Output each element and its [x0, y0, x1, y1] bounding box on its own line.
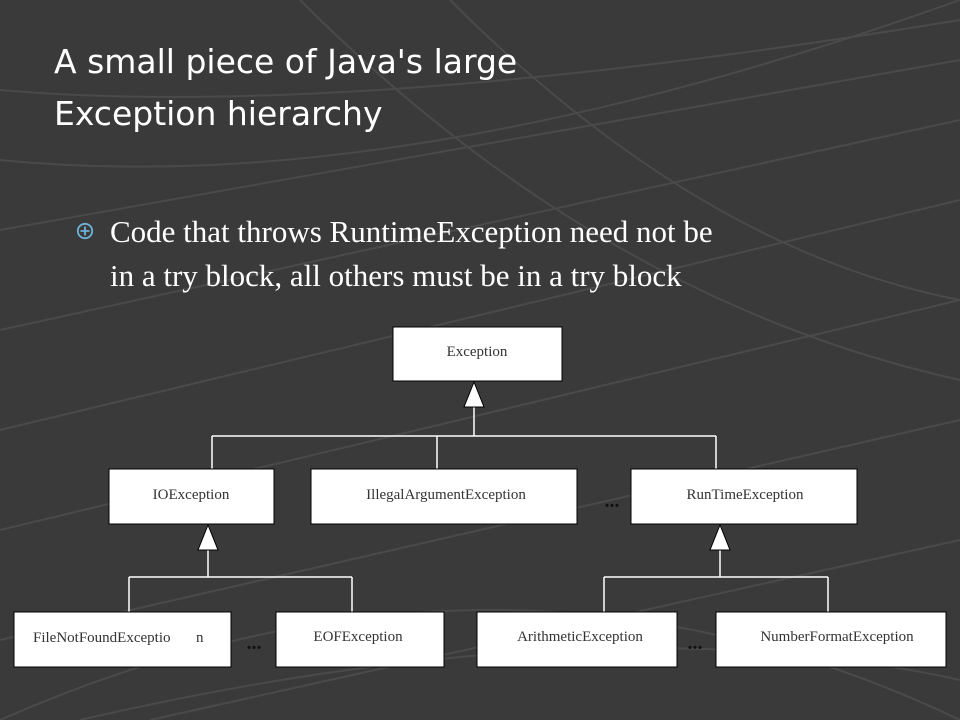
ellipsis-runtime-children: ... [688, 632, 703, 654]
arrow-to-exception [463, 380, 485, 408]
node-filenotfoundexception: FileNotFoundExceptio n [13, 611, 232, 668]
node-runtime-label: RunTimeException [687, 487, 804, 503]
bullet-text: Code that throws RuntimeException need n… [80, 210, 940, 298]
node-numberformatexception: NumberFormatException [715, 611, 947, 668]
slide-title: A small piece of Java's large Exception … [54, 36, 914, 140]
slide-title-line-1: A small piece of Java's large [54, 42, 518, 81]
node-filenotfound-overlap-label: n [196, 630, 204, 646]
node-exception-label: Exception [447, 344, 508, 360]
ellipsis-io-children: ... [247, 632, 262, 654]
node-runtimeexception: RunTimeException [630, 468, 858, 525]
node-illegalargument-label: IllegalArgumentException [366, 487, 526, 503]
bullet-line-1: Code that throws RuntimeException need n… [110, 214, 713, 249]
node-exception: Exception [392, 326, 563, 382]
bullet-item: Code that throws RuntimeException need n… [76, 210, 940, 298]
inheritance-arrows [197, 380, 731, 551]
slide-title-line-2: Exception hierarchy [54, 94, 383, 133]
node-illegalargumentexception: IllegalArgumentException [310, 468, 578, 525]
ellipsis-level1: ... [605, 490, 620, 512]
arrow-to-ioexception [197, 523, 219, 551]
circled-plus-icon [76, 222, 94, 240]
node-arithmeticexception: ArithmeticException [476, 611, 678, 668]
bullet-line-2: in a try block, all others must be in a … [110, 258, 682, 293]
node-numberformat-label: NumberFormatException [760, 629, 914, 645]
node-eof-label: EOFException [313, 629, 403, 645]
node-ioexception: IOException [108, 468, 275, 525]
arrow-to-runtime [709, 523, 731, 551]
node-eofexception: EOFException [275, 611, 445, 668]
node-filenotfound-label: FileNotFoundExceptio [33, 630, 171, 646]
connector-lines [128, 407, 829, 612]
node-ioexception-label: IOException [153, 487, 230, 503]
node-arithmetic-label: ArithmeticException [517, 629, 643, 645]
